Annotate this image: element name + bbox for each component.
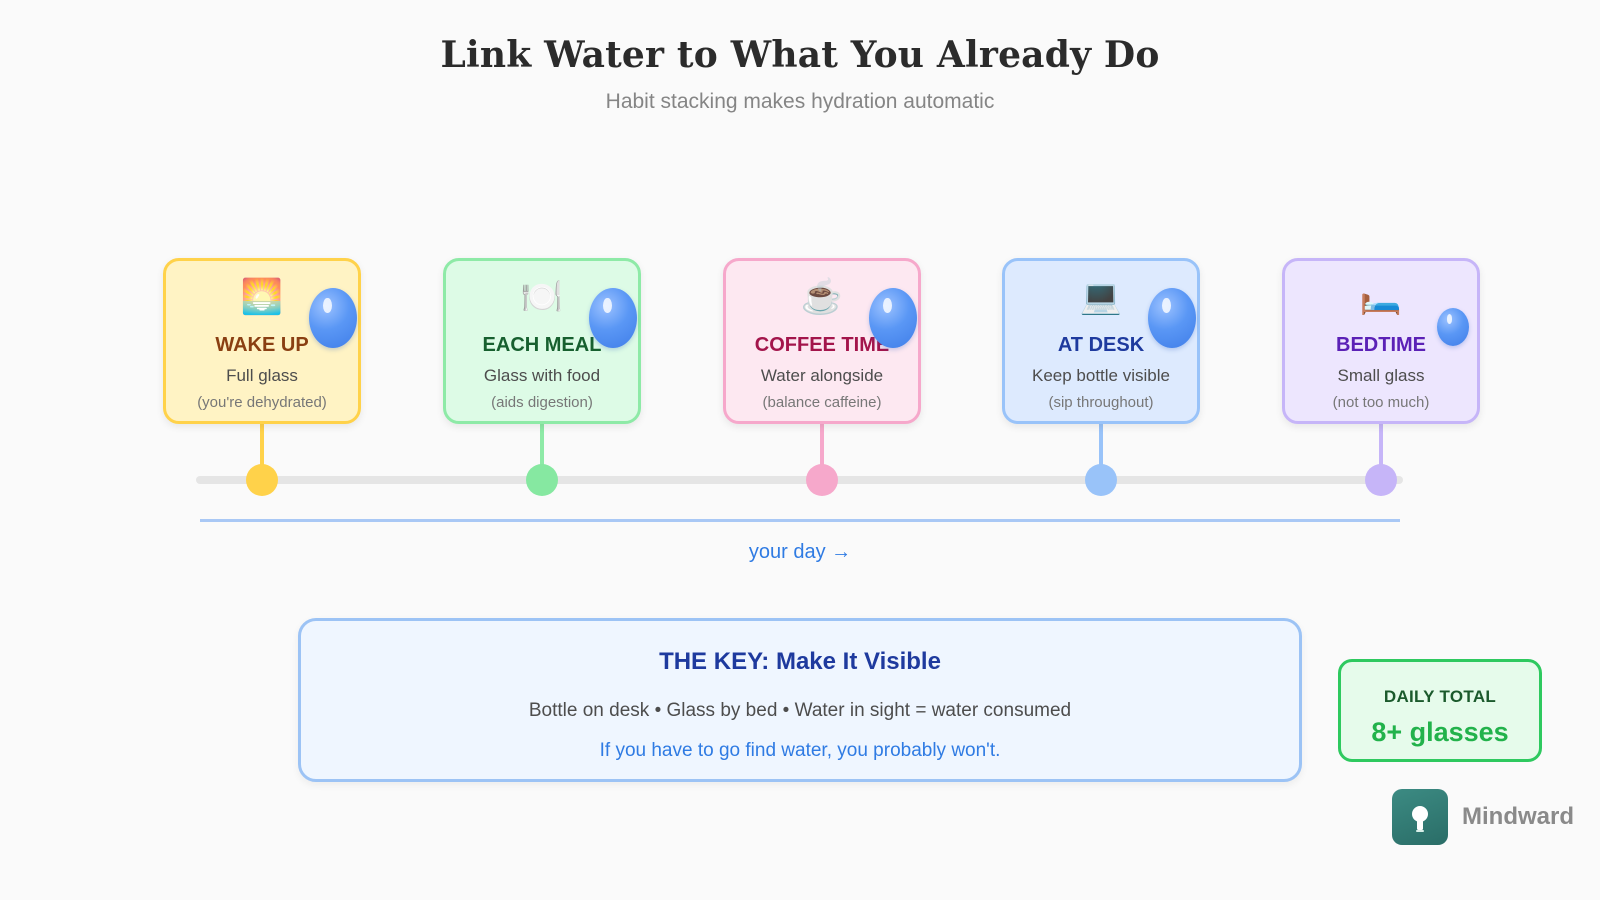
daily-total-value: 8+ glasses bbox=[1371, 717, 1509, 747]
habit-note: (sip throughout) bbox=[1048, 394, 1154, 411]
habit-description: Glass with food bbox=[483, 366, 601, 385]
habit-card: ☕ COFFEE TIME Water alongside (balance caff… bbox=[723, 258, 921, 424]
habit-icon: 🍽️ bbox=[520, 278, 564, 316]
habit-label: COFFEE TIME bbox=[754, 334, 890, 356]
water-drop-icon bbox=[589, 288, 637, 348]
key-title: THE KEY: Make It Visible bbox=[659, 648, 941, 675]
habit-label: EACH MEAL bbox=[482, 334, 602, 356]
lightbulb-icon bbox=[1392, 789, 1448, 845]
timeline-track bbox=[196, 476, 1403, 484]
habit-note: (balance caffeine) bbox=[762, 394, 882, 411]
water-drop-icon bbox=[309, 288, 357, 348]
water-drop-icon bbox=[869, 288, 917, 348]
timeline-connector bbox=[260, 424, 264, 472]
habit-note: (not too much) bbox=[1332, 394, 1430, 411]
habit-note: (you're dehydrated) bbox=[197, 394, 327, 411]
timeline-node bbox=[1365, 464, 1397, 496]
habit-icon: ☕ bbox=[800, 278, 844, 316]
habit-description: Keep bottle visible bbox=[1032, 366, 1170, 385]
habit-description: Water alongside bbox=[760, 366, 884, 385]
habit-card: 🌅 WAKE UP Full glass (you're dehydrated) bbox=[163, 258, 361, 424]
key-note: If you have to go find water, you probab… bbox=[599, 740, 1001, 761]
key-callout: THE KEY: Make It Visible Bottle on desk … bbox=[298, 618, 1302, 782]
habit-icon: 🌅 bbox=[240, 278, 284, 316]
timeline-node bbox=[806, 464, 838, 496]
habit-icon: 🛏️ bbox=[1359, 278, 1403, 316]
habit-description: Full glass bbox=[226, 366, 298, 385]
habit-card: 🛏️ BEDTIME Small glass (not too much) bbox=[1282, 258, 1480, 424]
timeline-connector bbox=[1379, 424, 1383, 472]
habit-card: 🍽️ EACH MEAL Glass with food (aids digestio… bbox=[443, 258, 641, 424]
day-axis-line bbox=[200, 519, 1400, 522]
habit-card: 💻 AT DESK Keep bottle visible (sip througho… bbox=[1002, 258, 1200, 424]
habit-description: Small glass bbox=[1337, 366, 1425, 385]
water-drop-icon bbox=[1437, 308, 1469, 346]
timeline-connector bbox=[1099, 424, 1103, 472]
timeline-connector bbox=[820, 424, 824, 472]
daily-total-label: DAILY TOTAL bbox=[1383, 687, 1497, 706]
habit-label: BEDTIME bbox=[1336, 334, 1426, 356]
habit-icon: 💻 bbox=[1079, 278, 1123, 316]
page-subtitle: Habit stacking makes hydration automatic bbox=[605, 90, 995, 113]
water-drop-icon bbox=[1148, 288, 1196, 348]
timeline-node bbox=[246, 464, 278, 496]
brand-name: Mindward bbox=[1462, 803, 1574, 830]
habit-note: (aids digestion) bbox=[491, 394, 593, 411]
habit-label: AT DESK bbox=[1057, 334, 1145, 356]
timeline-connector bbox=[540, 424, 544, 472]
key-body: Bottle on desk • Glass by bed • Water in… bbox=[528, 700, 1072, 721]
timeline-node bbox=[1085, 464, 1117, 496]
page-title: Link Water to What You Already Do bbox=[440, 34, 1160, 76]
habit-label: WAKE UP bbox=[215, 334, 309, 356]
timeline-node bbox=[526, 464, 558, 496]
day-axis-label: your day → bbox=[748, 541, 852, 563]
daily-total-badge: DAILY TOTAL 8+ glasses bbox=[1338, 659, 1542, 762]
